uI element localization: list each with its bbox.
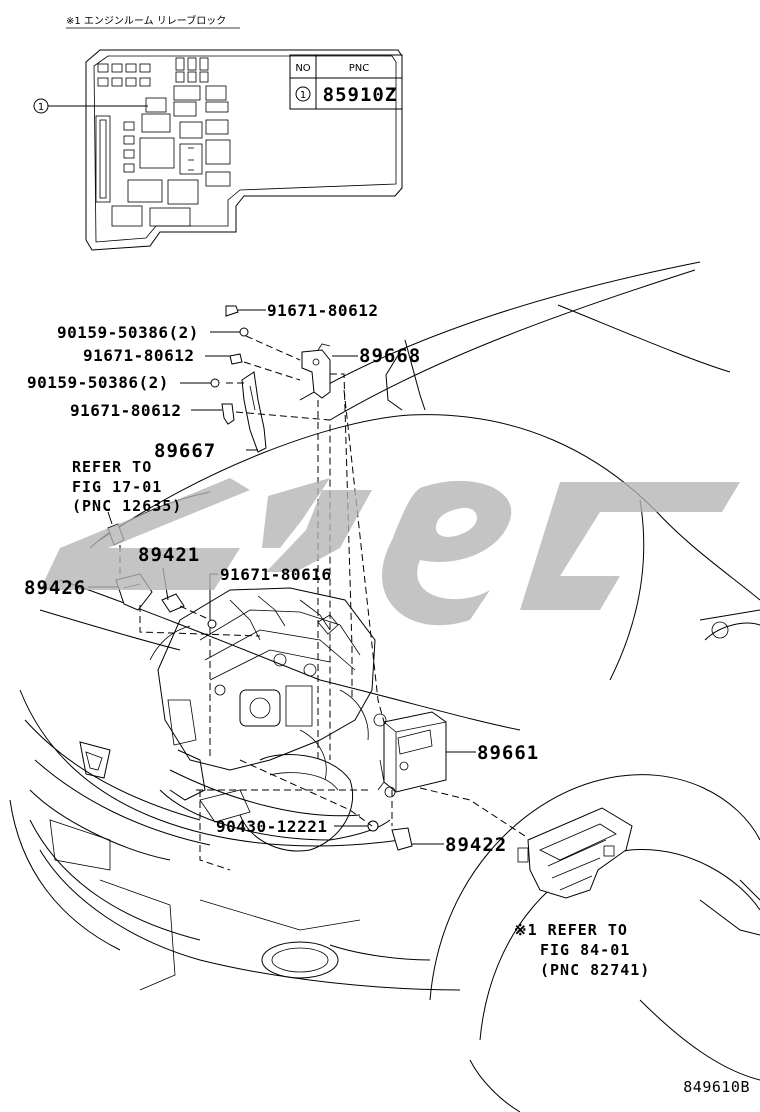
refer-note-1-line-1: REFER TO — [72, 458, 152, 476]
label-91671-80612-c: 91671-80612 — [70, 401, 181, 420]
engine-assembly — [149, 587, 376, 852]
figure-id: 849610B — [683, 1078, 750, 1096]
refer-note-1: REFER TO FIG 17-01 (PNC 12635) — [72, 458, 182, 515]
watermark-glyph-5 — [520, 482, 740, 610]
watermark-glyph-1 — [40, 478, 250, 590]
label-90430-12221: 90430-12221 — [216, 817, 327, 836]
watermark-glyph-2 — [262, 478, 330, 548]
watermark-glyph-3 — [266, 490, 372, 572]
label-91671-80616: 91671-80616 — [220, 565, 331, 584]
refer-note-1-line-3: (PNC 12635) — [72, 497, 182, 515]
pnc-table-header-no: NO — [295, 63, 310, 74]
label-90159-50386-a: 90159-50386(2) — [57, 323, 199, 342]
pnc-table: NO PNC 1 85910Z — [289, 54, 403, 110]
label-91671-80612-top: 91671-80612 — [267, 301, 378, 320]
pnc-table-header-pnc: PNC — [349, 63, 370, 74]
label-91671-80612-b: 91671-80612 — [83, 346, 194, 365]
label-89426: 89426 — [24, 577, 86, 599]
part-labels: 91671-80612 90159-50386(2) 91671-80612 8… — [24, 301, 539, 856]
pnc-table-row-circle — [295, 86, 311, 102]
pnc-table-row-no: 1 — [300, 90, 306, 101]
relay-block-assembly — [517, 807, 633, 899]
fuse-row — [97, 57, 209, 87]
refer-note-2-line-3: (PNC 82741) — [540, 961, 650, 979]
label-89661: 89661 — [477, 742, 539, 764]
refer-note-2-line-1: ※1 REFER TO — [514, 921, 628, 939]
inset-caption: ※1 エンジンルーム リレーブロック — [66, 14, 226, 27]
bracket-89668 — [301, 343, 331, 399]
relay-block-inset: ※1 エンジンルーム リレーブロック — [33, 14, 403, 251]
label-89668: 89668 — [359, 345, 421, 367]
relay-modules — [95, 85, 231, 227]
car-body — [9, 261, 760, 1112]
watermark-logo — [40, 478, 740, 626]
relay-block-inner-outline — [93, 55, 397, 243]
label-89422: 89422 — [445, 834, 507, 856]
ecu-89661 — [373, 711, 447, 798]
label-89667: 89667 — [154, 440, 216, 462]
refer-note-2-line-2: FIG 84-01 — [540, 941, 630, 959]
inset-callout-number: 1 — [38, 102, 44, 113]
refer-note-1-line-2: FIG 17-01 — [72, 478, 162, 496]
refer-note-2: ※1 REFER TO FIG 84-01 (PNC 82741) — [514, 921, 650, 979]
bracket-89667 — [241, 371, 267, 453]
watermark-glyph-4 — [382, 480, 512, 626]
label-90159-50386-b: 90159-50386(2) — [27, 373, 169, 392]
pnc-table-row-pnc: 85910Z — [323, 84, 398, 106]
sensor-89421 — [161, 593, 185, 613]
label-89421: 89421 — [138, 544, 200, 566]
